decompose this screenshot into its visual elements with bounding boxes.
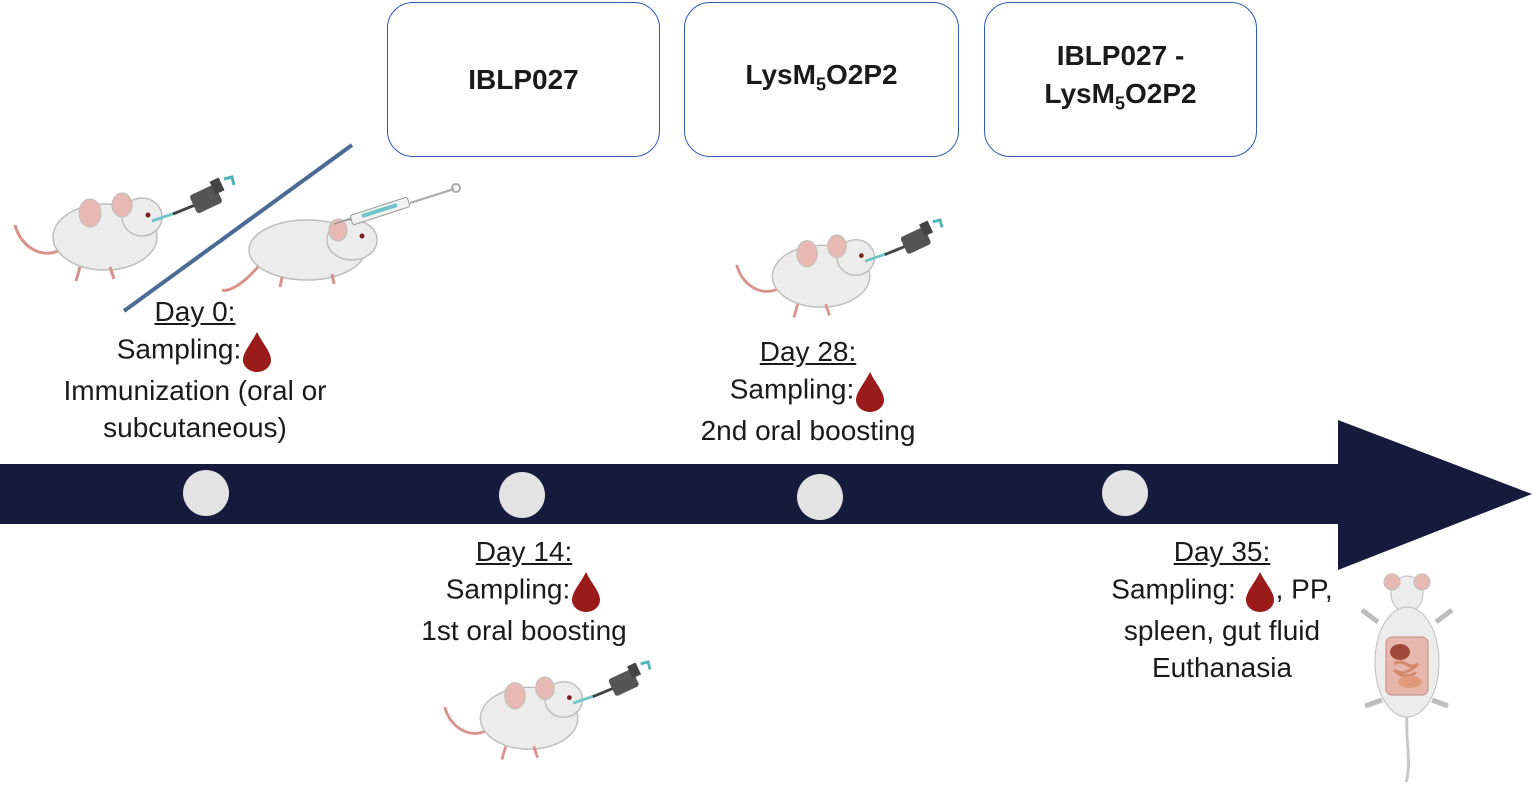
event-day28: Day 28: Sampling: 2nd oral boosting	[658, 333, 958, 449]
group-box-combined: IBLP027 - LysM5O2P2	[984, 2, 1257, 157]
action-line: Euthanasia	[1151, 652, 1293, 683]
group-box-iblp027: IBLP027	[387, 2, 660, 157]
mouse-icon	[443, 660, 652, 760]
action-line: subcutaneous)	[103, 412, 287, 443]
blood-drop-icon	[243, 332, 272, 372]
day-label: Day 0:	[154, 296, 236, 327]
action-line: 1st oral boosting	[421, 615, 627, 646]
group-label: IBLP027 - LysM5O2P2	[1044, 39, 1197, 114]
event-day14: Day 14: Sampling: 1st oral boosting	[374, 533, 674, 649]
mouse-icon	[13, 175, 236, 282]
blood-drop-icon	[572, 572, 601, 612]
day-label: Day 14:	[475, 536, 573, 567]
timeline-dot-day28	[797, 474, 843, 520]
syringe-icon	[333, 183, 461, 226]
group-label: IBLP027	[468, 63, 579, 95]
group-box-lysm: LysM5O2P2	[684, 2, 959, 157]
event-day0: Day 0: Sampling: Immunization (oral or s…	[40, 293, 350, 446]
action-line: Immunization (oral or	[63, 375, 327, 406]
action-line: spleen, gut fluid	[1123, 615, 1321, 646]
group-label: LysM5O2P2	[745, 58, 898, 95]
blood-drop-icon	[1245, 572, 1274, 612]
day-label: Day 35:	[1173, 536, 1271, 567]
pipette-icon	[151, 175, 236, 223]
event-day35: Day 35: Sampling: , PP, spleen, gut flui…	[1072, 533, 1372, 686]
sampling-line: Sampling:	[658, 370, 958, 412]
divider-line	[122, 143, 354, 313]
sampling-line: Sampling: , PP,	[1072, 570, 1372, 612]
timeline-dot-day0	[183, 470, 229, 516]
mouse-icon	[221, 183, 461, 292]
pipette-icon	[864, 218, 944, 263]
day-label: Day 28:	[759, 336, 857, 367]
pipette-icon	[572, 660, 652, 705]
mouse-icon	[735, 218, 944, 318]
blood-drop-icon	[856, 372, 885, 412]
sampling-line: Sampling:	[374, 570, 674, 612]
sampling-line: Sampling:	[40, 330, 350, 372]
timeline-dot-day14	[499, 472, 545, 518]
timeline-dot-day35	[1102, 470, 1148, 516]
action-line: 2nd oral boosting	[700, 415, 916, 446]
dissected-mouse-icon	[1360, 573, 1454, 783]
